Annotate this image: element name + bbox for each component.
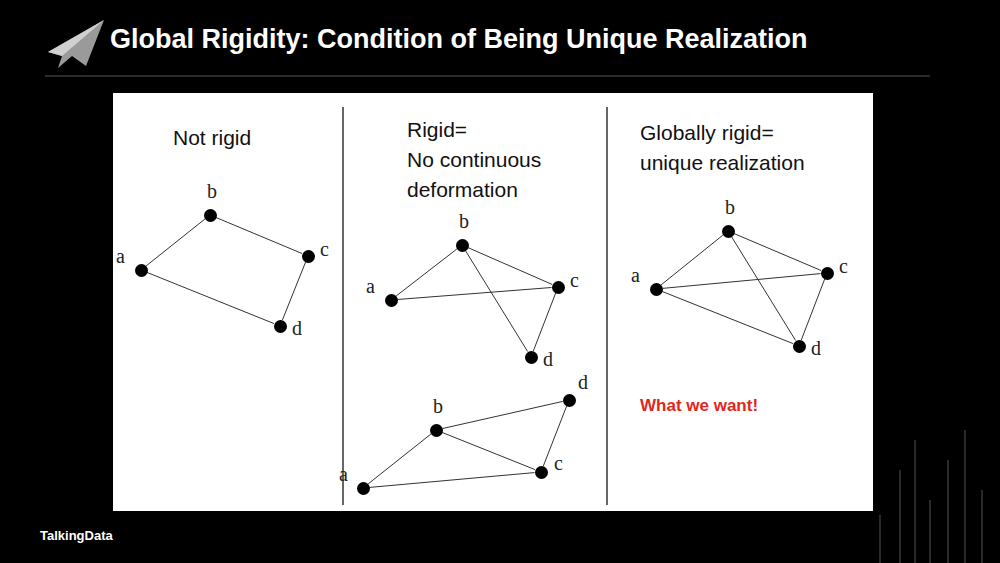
column-heading: Not rigid: [173, 125, 251, 151]
column-heading: Globally rigid= unique realization: [640, 118, 805, 178]
vertex-label: b: [725, 197, 735, 217]
brand-logo-text: TalkingData: [40, 528, 113, 544]
vertex-dot: c: [302, 250, 315, 263]
vertex-dot: a: [135, 264, 148, 277]
vertex-label: c: [554, 453, 563, 473]
highlight-note: What we want!: [640, 395, 758, 416]
white-panel: [113, 93, 873, 511]
graph-edge: [465, 251, 527, 352]
vertex-dot: b: [204, 209, 217, 222]
vertex-dot: a: [357, 482, 370, 495]
vertex-dot: d: [563, 394, 576, 407]
graph-edge: [216, 218, 302, 254]
vertex-label: a: [631, 265, 640, 285]
graph-edge: [662, 274, 820, 289]
vertex-dot: d: [525, 351, 538, 364]
graph-edge: [734, 234, 821, 271]
graph-edge: [368, 434, 431, 484]
vertex-dot: b: [722, 225, 735, 238]
vertex-label: d: [543, 349, 553, 369]
graph-edge: [282, 262, 305, 320]
vertex-dot: d: [793, 340, 806, 353]
vertex-label: c: [570, 270, 579, 290]
vertex-dot: c: [535, 466, 548, 479]
vertex-label: a: [366, 276, 375, 296]
graph-edge: [662, 291, 793, 343]
vertex-label: d: [811, 338, 821, 358]
vertex-dot: a: [385, 294, 398, 307]
graph-edge: [442, 432, 535, 469]
graph-edge: [661, 235, 723, 285]
graph-edge: [369, 473, 534, 488]
graph-edge: [533, 293, 555, 351]
graph-edge: [801, 279, 824, 340]
vertex-label: b: [207, 181, 217, 201]
graph-edge: [396, 249, 457, 296]
vertex-label: c: [320, 239, 329, 259]
logo-plane: [48, 20, 104, 68]
vertex-label: b: [459, 211, 469, 231]
graph-edge: [146, 219, 205, 266]
column-divider: [606, 107, 607, 505]
decor-lines: [880, 430, 982, 563]
vertex-label: d: [578, 372, 588, 392]
logo-plane-wing: [48, 20, 104, 56]
vertex-dot: b: [456, 239, 469, 252]
vertex-label: a: [339, 464, 348, 484]
vertex-label: d: [292, 318, 302, 338]
graph-edge: [147, 272, 274, 323]
vertex-label: a: [116, 246, 125, 266]
graph-edge: [442, 401, 562, 428]
column-heading: Rigid= No continuous deformation: [407, 115, 541, 205]
vertex-dot: c: [821, 267, 834, 280]
graph-edge: [397, 288, 551, 300]
vertex-label: b: [433, 396, 443, 416]
title-rule: [45, 76, 930, 77]
column-divider: [342, 107, 343, 505]
graph-edge: [731, 237, 795, 341]
vertex-dot: b: [430, 424, 443, 437]
slide-title: Global Rigidity: Condition of Being Uniq…: [110, 24, 807, 55]
vertex-label: c: [839, 256, 848, 276]
vertex-dot: a: [650, 283, 663, 296]
vertex-dot: d: [274, 320, 287, 333]
graph-edge: [468, 248, 552, 285]
vertex-dot: c: [552, 281, 565, 294]
